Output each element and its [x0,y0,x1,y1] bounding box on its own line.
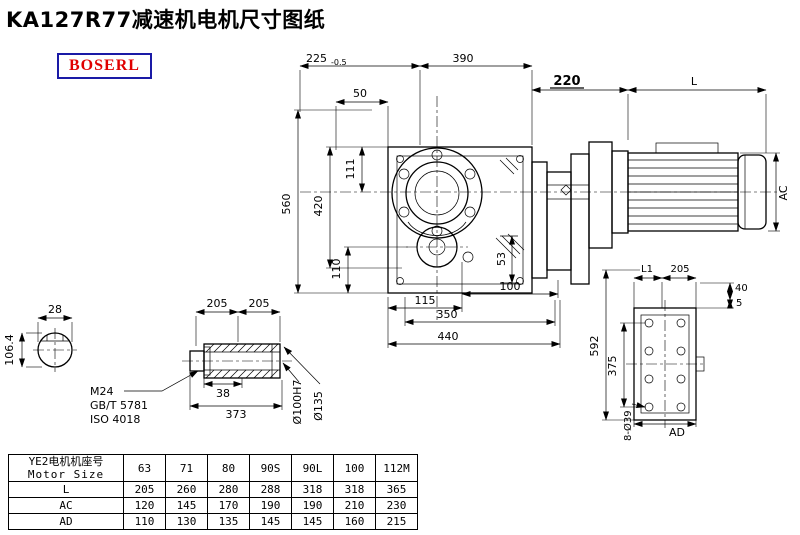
dim-L-label: L [691,75,698,88]
dim-AD-label: AD [669,426,685,439]
boserl-logo: BOSERL [57,53,152,79]
table-header-motor-size: YE2电机机座号 Motor Size [8,454,124,482]
table-cell: 190 [291,497,334,514]
dim-5-label: 5 [736,298,742,309]
hollow-shaft-detail: 205 205 38 373 M24 GB/T 5781 ISO 4018 Ø1… [90,297,325,426]
motor-size-table: YE2电机机座号 Motor Size 63 71 80 90S 90L 100… [8,454,418,530]
table-header-row: YE2电机机座号 Motor Size 63 71 80 90S 90L 100… [8,454,418,482]
dim-225-tolerance: -0.5 [331,58,347,67]
dim-592-label: 592 [588,336,601,357]
dim-8x39-holes-label: 8-Ø39 [622,410,634,441]
dim-373-label: 373 [226,408,247,421]
dim-53-label: 53 [495,252,508,266]
table-cell: 318 [291,481,334,498]
table-cell: 130 [165,513,208,530]
table-size-col: 71 [165,454,208,482]
dim-106-4-label: 106.4 [3,334,16,366]
dim-AC-label: AC [777,185,790,200]
bottom-dimensions: 115 100 350 440 [387,262,561,348]
dim-28-label: 28 [48,303,62,316]
dim-205-left-label: 205 [207,297,228,310]
row-label-AC: AC [8,497,124,514]
table-cell: 230 [375,497,418,514]
table-cell: 215 [375,513,418,530]
centerlines [33,96,782,428]
dim-420-label: 420 [312,196,325,217]
flange-side-view: L1 205 40 5 592 375 8-Ø39 AD [588,264,748,441]
row-label-AD: AD [8,513,124,530]
table-size-col: 63 [123,454,166,482]
table-header-cn: YE2电机机座号 [28,455,104,468]
ac-dimension: AC [740,152,790,232]
top-dimensions: 225 -0.5 390 220 L 50 [299,52,767,153]
dim-205-right-label: 205 [249,297,270,310]
page-title: KA127R77减速机电机尺寸图纸 [6,8,326,32]
dim-38-label: 38 [216,387,230,400]
dim-50-label: 50 [353,87,367,100]
dim-135-label: Ø135 [312,391,325,421]
table-cell: 260 [165,481,208,498]
dim-115-label: 115 [415,294,436,307]
dim-560-label: 560 [280,194,293,215]
table-cell: 318 [333,481,376,498]
dim-205-flange-label: 205 [670,264,689,275]
dim-220-label: 220 [553,74,580,89]
table-row-AC: AC 120 145 170 190 190 210 230 [8,497,418,514]
dim-L1-label: L1 [641,264,653,275]
dim-111-label: 111 [344,159,357,180]
dim-110-label: 110 [330,259,343,280]
thread-spec-label: M24 [90,385,114,398]
table-cell: 210 [333,497,376,514]
table-cell: 145 [249,513,292,530]
table-size-col: 100 [333,454,376,482]
table-row-L: L 205 260 280 288 318 318 365 [8,481,418,498]
table-size-col: 90L [291,454,334,482]
table-row-AD: AD 110 130 135 145 145 160 215 [8,513,418,530]
table-size-col: 112M [375,454,418,482]
table-cell: 170 [207,497,250,514]
dim-bore-100H7-label: Ø100H7 [291,380,304,425]
table-header-en: Motor Size [27,468,105,481]
dim-375-label: 375 [606,356,619,377]
table-cell: 160 [333,513,376,530]
dim-440-label: 440 [438,330,459,343]
table-cell: 110 [123,513,166,530]
dim-390-label: 390 [453,52,474,65]
motor-side-view [531,141,767,285]
table-cell: 145 [165,497,208,514]
table-cell: 205 [123,481,166,498]
dim-40-label: 40 [735,283,748,294]
iso-standard-label: ISO 4018 [90,413,140,426]
table-cell: 145 [291,513,334,530]
table-cell: 365 [375,481,418,498]
gearbox-front-view [387,146,533,294]
row-label-L: L [8,481,124,498]
table-cell: 120 [123,497,166,514]
gb-standard-label: GB/T 5781 [90,399,148,412]
plug-diamond-icon [560,184,572,196]
table-cell: 288 [249,481,292,498]
dim-100-label: 100 [500,280,521,293]
table-cell: 190 [249,497,292,514]
dim-350-label: 350 [437,308,458,321]
table-cell: 280 [207,481,250,498]
left-dimensions: 560 420 111 110 53 [280,109,515,294]
table-size-col: 90S [249,454,292,482]
shaft-section-view: 28 106.4 [3,303,73,368]
table-size-col: 80 [207,454,250,482]
dim-225-label: 225 [306,52,327,65]
table-cell: 135 [207,513,250,530]
